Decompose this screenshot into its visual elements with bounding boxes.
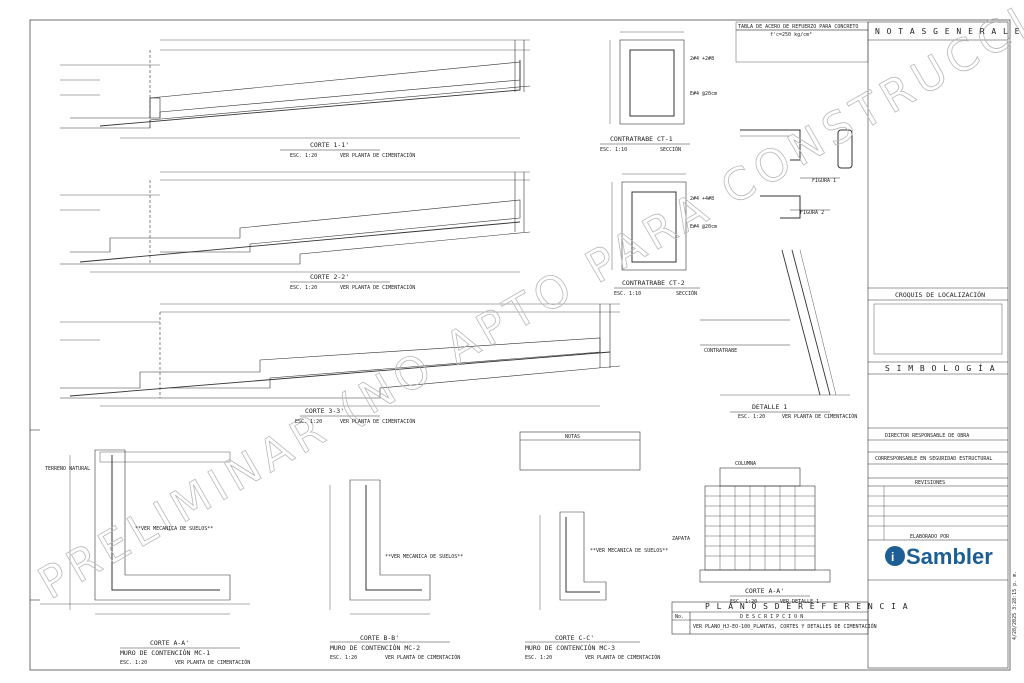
corte11-ref: VER PLANTA DE CIMENTACIÓN bbox=[340, 152, 415, 159]
ct1-bars: 2#4 +2#8 bbox=[690, 56, 714, 62]
simbologia-title: S I M B O L O G Í A bbox=[885, 362, 996, 373]
ct1-scale: ESC. 1:10 bbox=[600, 147, 627, 153]
corteCC-title: CORTE C-C' bbox=[555, 634, 594, 642]
zapata-label: ZAPATA bbox=[672, 536, 690, 542]
ct2-bars: 2#4 +4#8 bbox=[690, 196, 714, 202]
corteAA2-title: CORTE A-A' bbox=[745, 587, 784, 595]
ct1-title: CONTRATRABE CT-1 bbox=[610, 135, 673, 143]
corteCC-sub: MURO DE CONTENCIÓN MC-3 bbox=[525, 643, 615, 652]
corteBB-ref: VER PLANTA DE CIMENTACIÓN bbox=[385, 654, 460, 661]
figura2-label: FIGURA 2 bbox=[800, 210, 824, 216]
ct1-ref: SECCIÓN bbox=[660, 146, 681, 153]
corteAA-scale: ESC. 1:20 bbox=[120, 660, 147, 666]
corte22-title: CORTE 2-2' bbox=[310, 273, 349, 281]
corte22-ref: VER PLANTA DE CIMENTACIÓN bbox=[340, 284, 415, 291]
corteCC-scale: ESC. 1:20 bbox=[525, 655, 552, 661]
figura1-label: FIGURA 1 bbox=[812, 178, 836, 184]
corteBB-sub: MURO DE CONTENCIÓN MC-2 bbox=[330, 643, 420, 652]
corresponsable-label: CORRESPONSABLE EN SEGURIDAD ESTRUCTURAL bbox=[875, 456, 992, 462]
revisiones-label: REVISIONES bbox=[915, 480, 945, 486]
ver-mecanica-1: **VER MECANICA DE SUELOS** bbox=[135, 526, 213, 532]
contratrabe-label: CONTRATRABE bbox=[704, 348, 737, 354]
detalle1-ref: VER PLANTA DE CIMENTACIÓN bbox=[782, 413, 857, 420]
svg-text:i: i bbox=[891, 550, 894, 564]
planos-col-no: No. bbox=[675, 614, 684, 620]
detalle1-title: DETALLE 1 bbox=[752, 403, 787, 411]
corteAA2-scale: ESC. 1:20 bbox=[730, 599, 757, 605]
ct2-scale: ESC. 1:10 bbox=[614, 291, 641, 297]
corteAA-ref: VER PLANTA DE CIMENTACIÓN bbox=[175, 659, 250, 666]
director-label: DIRECTOR RESPONSABLE DE OBRA bbox=[885, 433, 969, 439]
watermark-text: PRELIMINAR (NO APTO PARA CONSTRUCCIÓN) bbox=[29, 0, 1024, 610]
corte33-scale: ESC. 1:20 bbox=[295, 419, 322, 425]
ver-mecanica-2: **VER MECANICA DE SUELOS** bbox=[385, 554, 463, 560]
columna-label: COLUMNA bbox=[735, 461, 756, 467]
tabla-title: TABLA DE ACERO DE REFUERZO PARA CONCRETO bbox=[738, 24, 858, 30]
date-stamp: 4/28/2025 3:28:15 p. m. bbox=[1012, 571, 1018, 640]
notas-box-title: NOTAS bbox=[565, 434, 580, 440]
svg-text:Sambler: Sambler bbox=[906, 544, 993, 569]
planos-row-1: VER PLANO_HJ-EO-100_PLANTAS, CORTES Y DE… bbox=[693, 623, 877, 630]
corteAA-title: CORTE A-A' bbox=[150, 639, 189, 647]
elaborado-label: ELABORADO POR bbox=[910, 534, 950, 540]
planos-ref-title: P L A N O S D E R E F E R E N C I A bbox=[705, 602, 909, 611]
ct1-stirrup: E#4 @20cm bbox=[690, 91, 717, 97]
corteAA2-ref: VER DETALLE 1 bbox=[780, 599, 819, 605]
corteBB-scale: ESC. 1:20 bbox=[330, 655, 357, 661]
ct2-ref: SECCIÓN bbox=[676, 290, 697, 297]
notas-generales-title: N O T A S G E N E R A L E S bbox=[875, 27, 1024, 36]
ver-mecanica-3: **VER MECANICA DE SUELOS** bbox=[590, 548, 668, 554]
corteAA-sub: MURO DE CONTENCIÓN MC-1 bbox=[120, 648, 210, 657]
ct2-stirrup: E#4 @20cm bbox=[690, 224, 717, 230]
tabla-subtitle: f'c=250 kg/cm² bbox=[770, 32, 812, 38]
corte33-ref: VER PLANTA DE CIMENTACIÓN bbox=[340, 418, 415, 425]
ct2-title: CONTRATRABE CT-2 bbox=[622, 279, 685, 287]
corte11-scale: ESC. 1:20 bbox=[290, 153, 317, 159]
detalle1-scale: ESC. 1:20 bbox=[738, 414, 765, 420]
corte22-scale: ESC. 1:20 bbox=[290, 285, 317, 291]
corte33-title: CORTE 3-3' bbox=[305, 407, 344, 415]
croquis-title: CROQUIS DE LOCALIZACIÓN bbox=[895, 290, 985, 299]
company-logo: i Sambler bbox=[885, 544, 993, 569]
planos-col-desc: D E S C R I P C I O N bbox=[740, 614, 803, 620]
terreno-label-1: TERRENO NATURAL bbox=[45, 466, 90, 472]
corteCC-ref: VER PLANTA DE CIMENTACIÓN bbox=[585, 654, 660, 661]
corteBB-title: CORTE B-B' bbox=[360, 634, 399, 642]
corte11-title: CORTE 1-1' bbox=[310, 141, 349, 149]
